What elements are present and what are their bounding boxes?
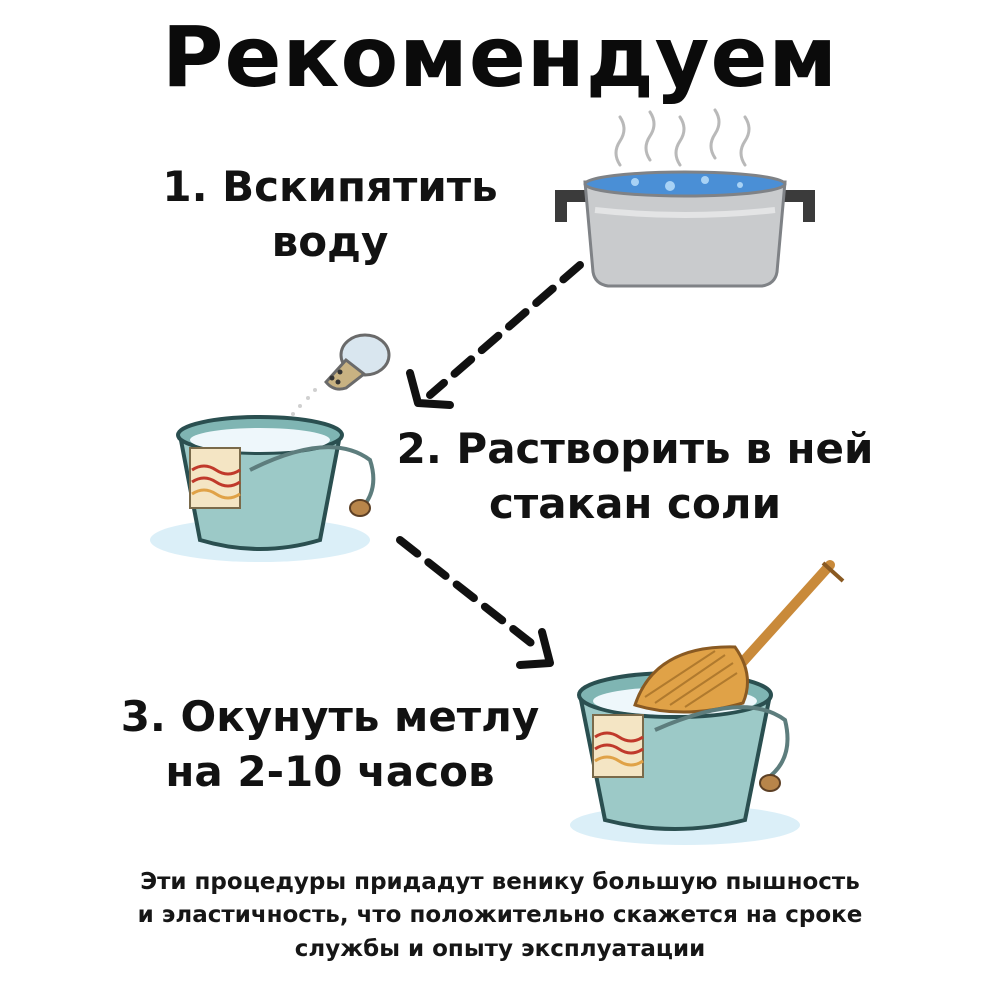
boiling-water xyxy=(583,170,787,198)
footer-note-line-1: Эти процедуры придадут венику большую пы… xyxy=(140,869,860,895)
footer-note-line-2: и эластичность, что положительно скажетс… xyxy=(137,902,863,929)
bucket-with-broom-illustration xyxy=(570,560,845,845)
towel-icon xyxy=(189,447,241,509)
bucket-with-salt-illustration xyxy=(150,333,391,562)
broom-icon xyxy=(633,560,845,714)
footer-note: Эти процедуры придадут венику большую пы… xyxy=(60,866,940,966)
page-title: Рекомендуем xyxy=(161,8,839,106)
step-3-line-1: 3. Окунуть метлу xyxy=(120,692,540,741)
dashed-arrow-1-icon xyxy=(406,261,584,409)
boiling-pot-illustration xyxy=(555,108,815,288)
step-3-line-2: на 2-10 часов xyxy=(165,746,495,796)
towel-icon xyxy=(592,714,644,778)
step-1-line-2: воду xyxy=(271,216,389,266)
bucket-water xyxy=(190,428,330,452)
dashed-arrow-2-icon xyxy=(396,536,554,669)
step-2-line-2: стакан соли xyxy=(488,478,781,528)
step-1-text: 1. Вскипятить воду xyxy=(130,160,530,269)
step-2-text: 2. Растворить в ней стакан соли xyxy=(395,422,875,531)
pot-body xyxy=(583,180,787,288)
bucket-handle xyxy=(654,705,790,782)
step-3-text: 3. Окунуть метлу на 2-10 часов xyxy=(90,690,570,799)
salt-shaker-icon xyxy=(324,333,391,391)
bucket-handle xyxy=(249,445,376,512)
footer-note-line-3: службы и опыту эксплуатации xyxy=(294,935,706,962)
steam-icon xyxy=(614,108,751,167)
step-1-line-1: 1. Вскипятить xyxy=(162,162,498,211)
step-2-line-1: 2. Растворить в ней xyxy=(396,424,874,473)
